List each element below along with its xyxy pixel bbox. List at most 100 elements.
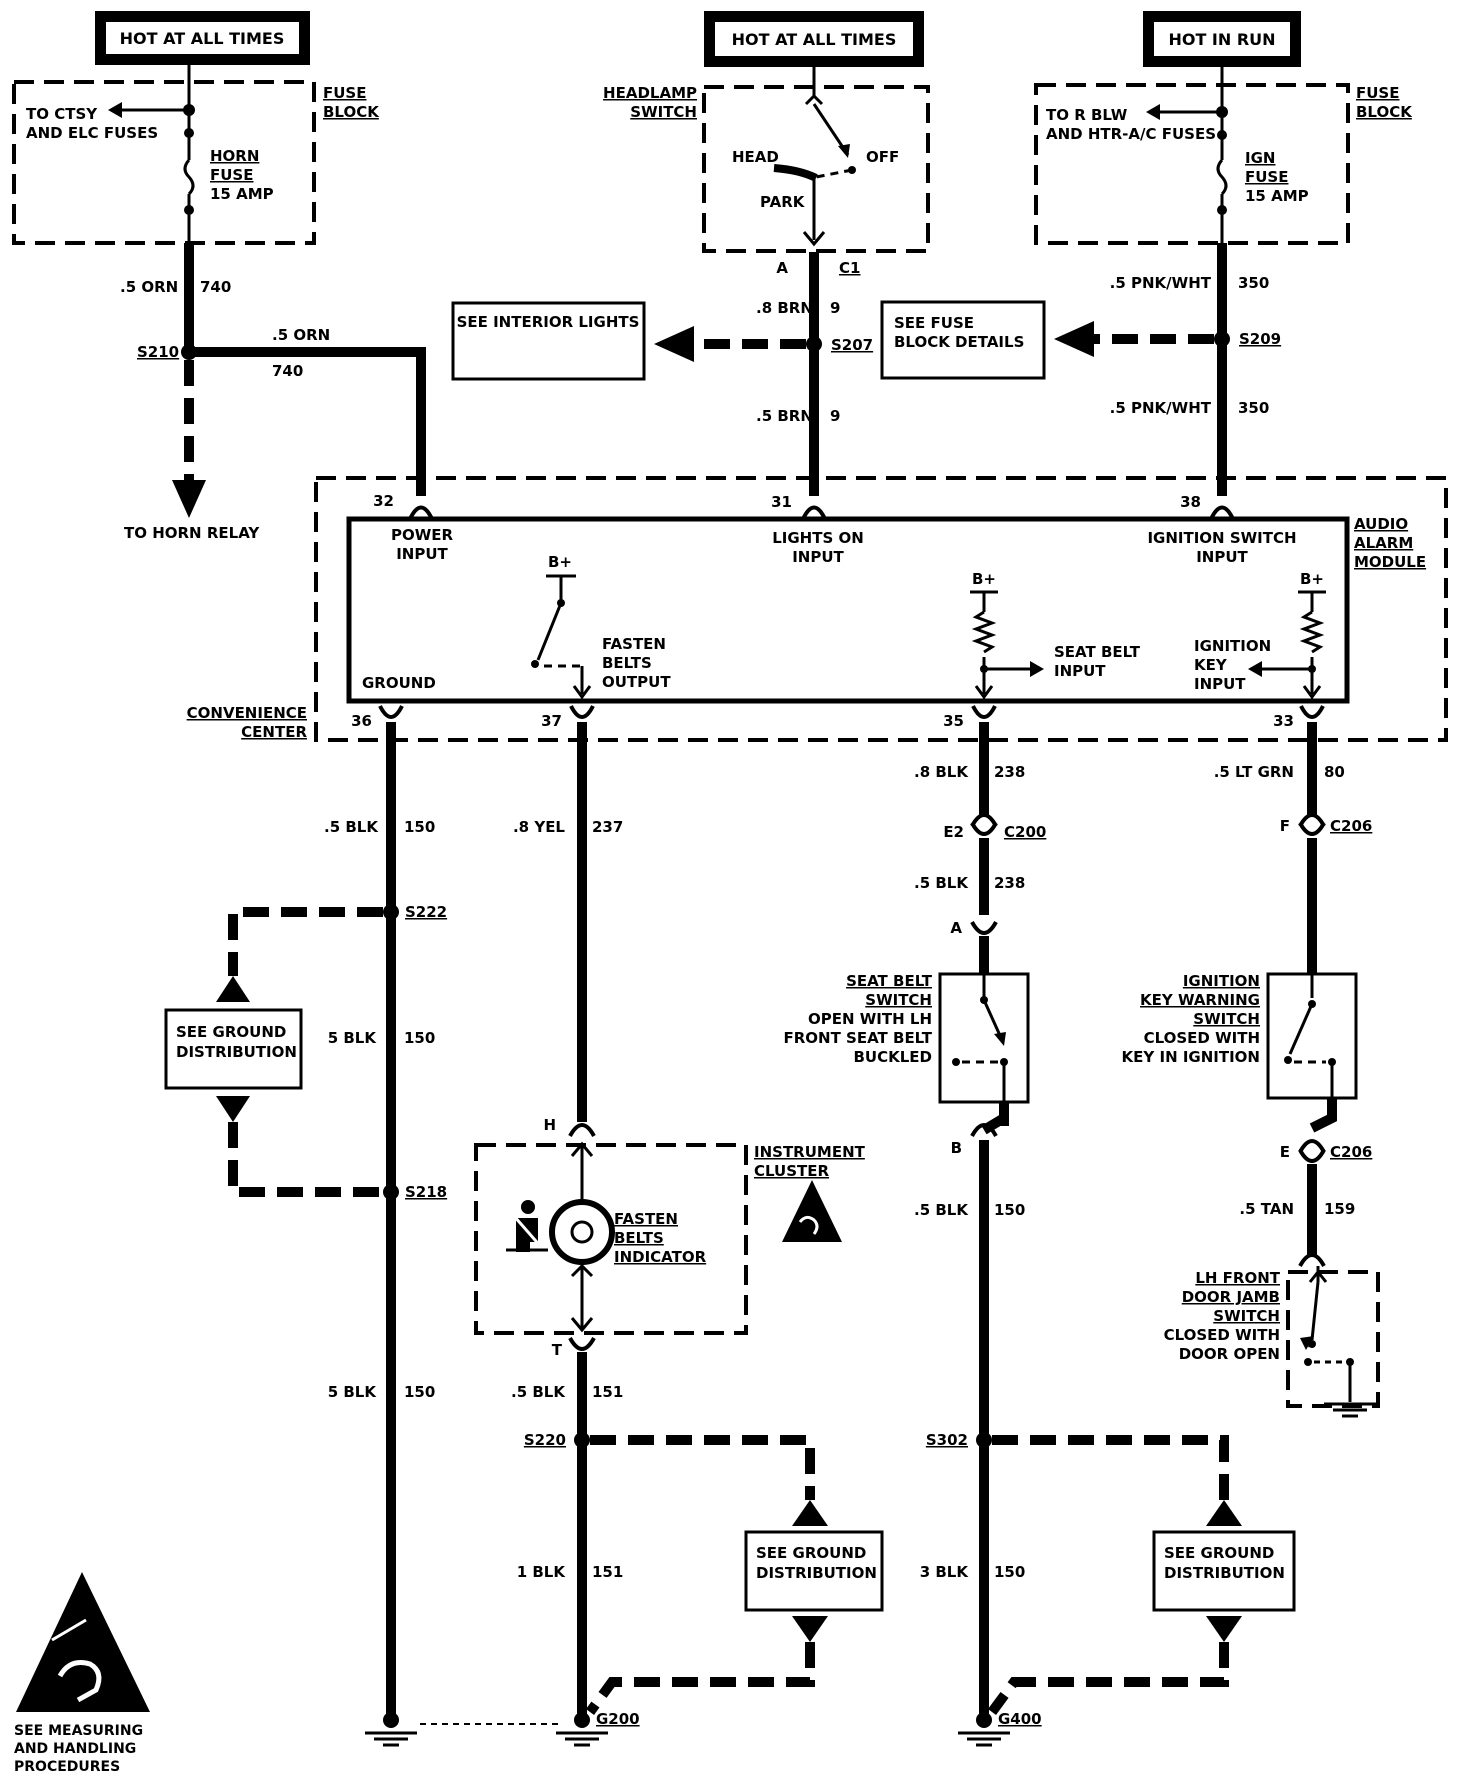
svg-text:CLUSTER: CLUSTER bbox=[754, 1162, 829, 1180]
svg-text:.5 BLK: .5 BLK bbox=[511, 1383, 566, 1401]
arrow-left-icon bbox=[1054, 321, 1094, 357]
svg-text:36: 36 bbox=[351, 712, 372, 730]
svg-text:INPUT: INPUT bbox=[1054, 662, 1106, 680]
svg-text:SEE FUSE: SEE FUSE bbox=[894, 314, 974, 332]
svg-text:A: A bbox=[950, 919, 962, 937]
svg-text:BLOCK: BLOCK bbox=[1356, 103, 1413, 121]
svg-text:S218: S218 bbox=[405, 1183, 447, 1201]
see-ground-distribution-ref-center bbox=[744, 1530, 884, 1612]
svg-text:38: 38 bbox=[1180, 493, 1201, 511]
svg-text:IGNITION: IGNITION bbox=[1183, 972, 1260, 990]
audio-alarm-module bbox=[346, 516, 1350, 704]
svg-text:BLOCK: BLOCK bbox=[323, 103, 380, 121]
see-ground-distribution-ref-right bbox=[1152, 1530, 1296, 1612]
svg-text:15 AMP: 15 AMP bbox=[210, 185, 274, 203]
svg-text:DOOR OPEN: DOOR OPEN bbox=[1179, 1345, 1280, 1363]
svg-text:B+: B+ bbox=[1300, 570, 1324, 588]
pin-38-connector bbox=[1209, 505, 1235, 520]
svg-text:.5 LT GRN: .5 LT GRN bbox=[1214, 763, 1294, 781]
svg-text:3 BLK: 3 BLK bbox=[920, 1563, 970, 1581]
svg-text:AUDIO: AUDIO bbox=[1354, 515, 1408, 533]
lh-front-door-jamb-switch bbox=[1286, 1270, 1380, 1408]
svg-text:CENTER: CENTER bbox=[241, 723, 307, 741]
hot-in-run-label: HOT IN RUN bbox=[1143, 11, 1301, 67]
pin-36-connector bbox=[378, 705, 404, 719]
hot-at-all-times-center-label: HOT AT ALL TIMES bbox=[704, 11, 924, 67]
hot-at-all-times-left-label: HOT AT ALL TIMES bbox=[95, 11, 310, 65]
svg-text:C206: C206 bbox=[1330, 817, 1372, 835]
svg-text:S302: S302 bbox=[926, 1431, 968, 1449]
svg-text:MODULE: MODULE bbox=[1354, 553, 1426, 571]
svg-text:HEADLAMP: HEADLAMP bbox=[603, 84, 697, 102]
svg-text:SEE MEASURING: SEE MEASURING bbox=[14, 1723, 143, 1739]
svg-text:LH FRONT: LH FRONT bbox=[1195, 1269, 1280, 1287]
svg-text:.5 PNK/WHT: .5 PNK/WHT bbox=[1110, 399, 1212, 417]
svg-text:SEAT BELT: SEAT BELT bbox=[1054, 643, 1141, 661]
svg-text:740: 740 bbox=[200, 278, 231, 296]
svg-text:INSTRUMENT: INSTRUMENT bbox=[754, 1143, 866, 1161]
svg-text:OFF: OFF bbox=[866, 148, 899, 166]
svg-text:DOOR JAMB: DOOR JAMB bbox=[1182, 1288, 1280, 1306]
svg-text:DISTRIBUTION: DISTRIBUTION bbox=[756, 1564, 877, 1582]
svg-text:37: 37 bbox=[541, 712, 562, 730]
svg-text:80: 80 bbox=[1324, 763, 1345, 781]
arrow-left-icon bbox=[1146, 104, 1160, 120]
svg-text:IGNITION: IGNITION bbox=[1194, 637, 1271, 655]
svg-text:T: T bbox=[552, 1341, 563, 1359]
see-interior-lights-ref bbox=[451, 301, 646, 381]
svg-text:OPEN WITH LH: OPEN WITH LH bbox=[808, 1010, 932, 1028]
arrow-down-icon bbox=[216, 1096, 250, 1122]
svg-text:FUSE: FUSE bbox=[1245, 168, 1288, 186]
svg-text:DISTRIBUTION: DISTRIBUTION bbox=[176, 1043, 297, 1061]
svg-text:9: 9 bbox=[830, 299, 840, 317]
svg-text:C206: C206 bbox=[1330, 1143, 1372, 1161]
arrow-up-icon bbox=[792, 1500, 828, 1526]
svg-text:SWITCH: SWITCH bbox=[630, 103, 697, 121]
svg-text:SEE GROUND: SEE GROUND bbox=[1164, 1544, 1274, 1562]
svg-text:G200: G200 bbox=[596, 1710, 640, 1728]
svg-text:S210: S210 bbox=[137, 343, 179, 361]
c206-pin-e-connector bbox=[1298, 1139, 1326, 1154]
svg-text:151: 151 bbox=[592, 1563, 623, 1581]
svg-text:S222: S222 bbox=[405, 903, 447, 921]
svg-text:AND ELC FUSES: AND ELC FUSES bbox=[26, 124, 158, 142]
svg-text:.5 TAN: .5 TAN bbox=[1239, 1200, 1294, 1218]
svg-text:CLOSED WITH: CLOSED WITH bbox=[1164, 1326, 1280, 1344]
pin-37-connector bbox=[569, 705, 595, 719]
arrow-down-icon bbox=[172, 480, 206, 518]
svg-text:B: B bbox=[951, 1139, 962, 1157]
svg-text:INPUT: INPUT bbox=[396, 545, 448, 563]
svg-text:POWER: POWER bbox=[391, 526, 454, 544]
svg-text:CLOSED WITH: CLOSED WITH bbox=[1144, 1029, 1260, 1047]
svg-text:SEE INTERIOR LIGHTS: SEE INTERIOR LIGHTS bbox=[457, 313, 640, 331]
svg-text:150: 150 bbox=[404, 818, 435, 836]
svg-text:FUSE: FUSE bbox=[1356, 84, 1399, 102]
svg-text:C1: C1 bbox=[839, 259, 860, 277]
svg-text:.5 BRN: .5 BRN bbox=[756, 407, 813, 425]
svg-text:.8 BRN: .8 BRN bbox=[756, 299, 813, 317]
svg-text:DISTRIBUTION: DISTRIBUTION bbox=[1164, 1564, 1285, 1582]
ground-wire-150: .5 BLK 150 S222 5 BLK 150 S218 5 BLK 150… bbox=[164, 722, 560, 1747]
splice-s222 bbox=[383, 904, 399, 920]
svg-text:HEAD: HEAD bbox=[732, 148, 779, 166]
arrow-down-icon bbox=[792, 1616, 828, 1642]
svg-text:KEY: KEY bbox=[1194, 656, 1228, 674]
svg-text:S207: S207 bbox=[831, 336, 873, 354]
ignition-circuit: SEE FUSE BLOCK DETAILS .5 PNK/WHT 350 S2… bbox=[880, 243, 1281, 496]
svg-text:KEY WARNING: KEY WARNING bbox=[1140, 991, 1260, 1009]
cluster-pin-t-connector bbox=[568, 1336, 596, 1351]
svg-text:TO R BLW: TO R BLW bbox=[1046, 106, 1128, 124]
svg-text:AND HANDLING: AND HANDLING bbox=[14, 1741, 136, 1757]
svg-text:G400: G400 bbox=[998, 1710, 1042, 1728]
c200-connector-top bbox=[970, 813, 998, 828]
svg-text:35: 35 bbox=[943, 712, 964, 730]
cluster-pin-h-connector bbox=[568, 1123, 596, 1138]
svg-text:HORN: HORN bbox=[210, 147, 259, 165]
svg-text:INPUT: INPUT bbox=[1194, 675, 1246, 693]
seat-belt-wire: .8 BLK 238 E2 C200 .5 BLK 238 A SEAT BEL… bbox=[784, 722, 1296, 1747]
splice-s218 bbox=[383, 1184, 399, 1200]
svg-text:.5 BLK: .5 BLK bbox=[324, 818, 379, 836]
svg-text:OUTPUT: OUTPUT bbox=[602, 673, 671, 691]
svg-text:E: E bbox=[1280, 1143, 1290, 1161]
svg-text:.5 ORN: .5 ORN bbox=[120, 278, 178, 296]
